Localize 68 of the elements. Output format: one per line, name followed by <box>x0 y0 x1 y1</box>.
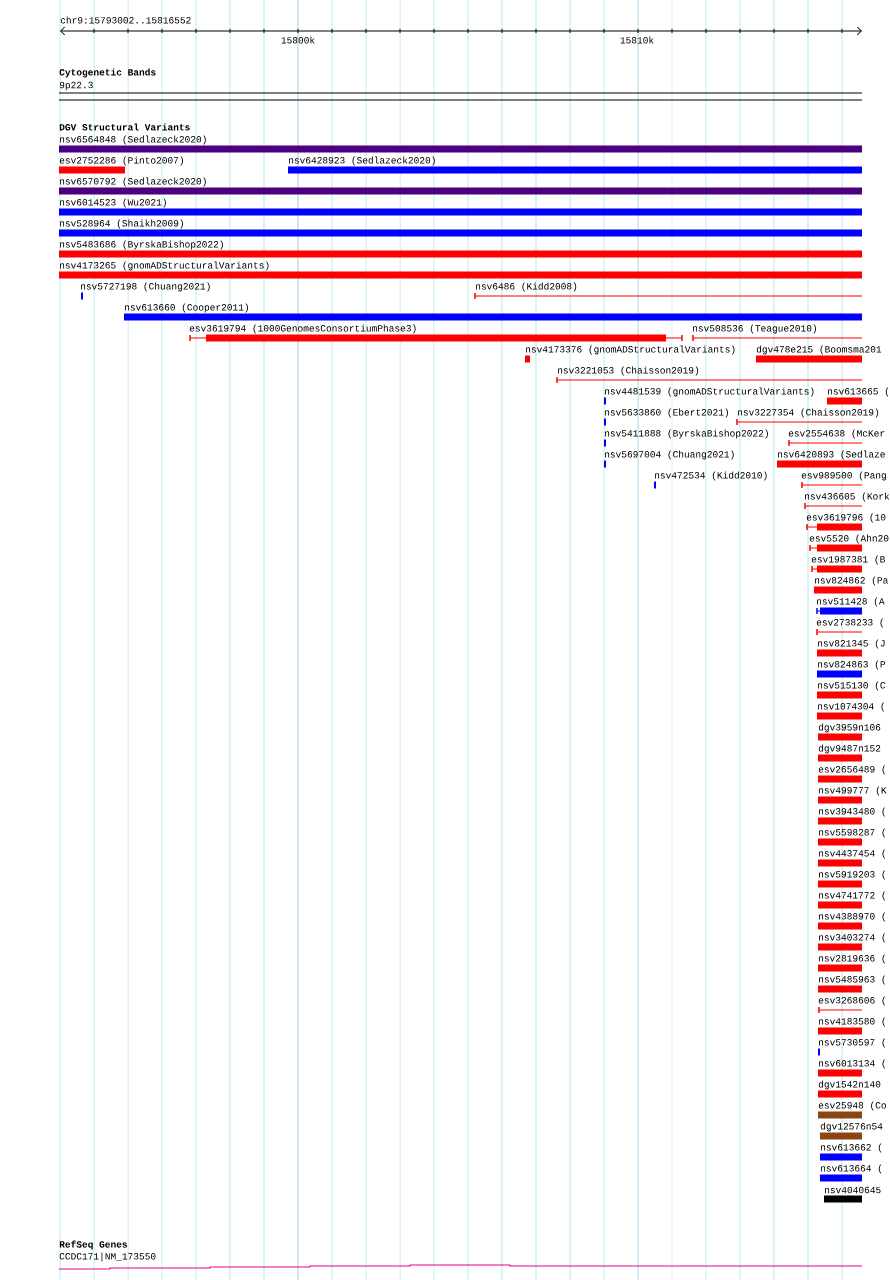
feature-label: nsv5598287 ( <box>819 828 886 838</box>
feature-label: nsv3221053 (Chaisson2019) <box>558 366 699 376</box>
track-label: 9p22.3 <box>59 81 93 91</box>
tick-label: 15810k <box>620 36 654 44</box>
feature-label: nsv6486 (Kidd2008) <box>476 282 577 292</box>
feature-label: nsv5697004 (Chuang2021) <box>605 450 734 460</box>
feature-label: nsv4040645 <box>825 1186 881 1194</box>
feature-label: dgv3959n106 <box>818 723 881 733</box>
feature-label: nsv2819636 ( <box>819 954 886 964</box>
tick-label: 15800k <box>281 36 315 44</box>
feature-label: nsv613662 ( <box>821 1143 882 1153</box>
feature-label: nsv5483686 (ByrskaBishop2022) <box>60 240 223 250</box>
feature-label: nsv511428 (A <box>817 597 885 607</box>
feature-label: esv2752286 (Pinto2007) <box>59 156 183 166</box>
feature-label: esv989500 (Pang <box>801 471 886 481</box>
feature-label: nsv821345 (J <box>818 639 885 649</box>
feature-label: esv3619796 (10 <box>806 513 886 523</box>
feature-label: nsv6420893 (Sedlaze <box>778 450 885 460</box>
feature-label: dgv1542n140 <box>818 1080 881 1090</box>
feature-label: nsv5730597 ( <box>819 1038 886 1048</box>
feature-label: nsv4388970 ( <box>819 912 886 922</box>
feature-label: esv1987381 (B <box>811 555 885 565</box>
track-title: DGV Structural Variants <box>59 123 190 131</box>
feature-label: esv2656489 ( <box>818 765 886 775</box>
feature-label: dgv9487n152 <box>818 744 881 754</box>
feature-label: nsv6428923 (Sedlazeck2020) <box>289 156 435 166</box>
feature-label: nsv4481539 (gnomADStructuralVariants) <box>605 387 814 397</box>
feature-label: nsv528964 (Shaikh2009) <box>60 219 183 229</box>
feature-label: nsv613660 (Cooper2011) <box>125 303 248 313</box>
feature-label: nsv5727198 (Chuang2021) <box>81 282 210 292</box>
feature-label: nsv472534 (Kidd2010) <box>655 471 767 481</box>
feature-label: nsv6570792 (Sedlazeck2020) <box>60 177 206 187</box>
feature-label: nsv515130 (C <box>818 681 886 691</box>
feature-label: nsv1074304 ( <box>818 702 885 712</box>
feature-label: nsv5485963 ( <box>819 975 886 985</box>
feature-label: nsv3943480 ( <box>819 807 886 817</box>
feature-label: nsv5919203 ( <box>819 870 886 880</box>
feature-label: esv25948 (Co <box>818 1101 886 1111</box>
feature-label: nsv613664 ( <box>821 1164 882 1174</box>
feature-label: nsv613665 ( <box>828 387 889 397</box>
feature-label: nsv5633860 (Ebert2021) <box>605 408 728 418</box>
feature-label: nsv824863 (P <box>818 660 886 670</box>
feature-label: nsv6564848 (Sedlazeck2020) <box>60 135 206 145</box>
feature-label: esv3619794 (1000GenomesConsortiumPhase3) <box>189 324 416 334</box>
feature-label: nsv508536 (Teague2010) <box>693 324 816 334</box>
feature-label: nsv499777 (K <box>819 786 887 796</box>
feature-label: nsv6014523 (Wu2021) <box>60 198 166 208</box>
feature-label: nsv6013134 ( <box>819 1059 886 1069</box>
feature-label: nsv4173376 (gnomADStructuralVariants) <box>526 345 735 355</box>
feature-label: nsv4173265 (gnomADStructuralVariants) <box>60 261 269 271</box>
feature-label: nsv436605 (Kork <box>805 492 890 502</box>
feature-label: nsv4183580 ( <box>819 1017 886 1027</box>
feature-label: nsv824862 (Pa <box>815 576 888 586</box>
feature-label: esv5520 (Ahn20 <box>809 534 889 544</box>
feature-label: nsv3227354 (Chaisson2019) <box>738 408 879 418</box>
feature-label: nsv4741772 ( <box>819 891 886 901</box>
feature-label: nsv4437454 ( <box>819 849 886 859</box>
track-title: Cytogenetic Bands <box>59 68 156 78</box>
track-label: CCDC171|NM_173550 <box>59 1252 156 1262</box>
feature-label: esv2554638 (McKer <box>788 429 885 439</box>
feature-label: esv2738233 ( <box>816 618 884 628</box>
feature-label: esv3268606 ( <box>818 996 886 1006</box>
track-title: RefSeq Genes <box>59 1240 128 1250</box>
track-label: chr9:15793002..15816552 <box>60 16 191 24</box>
feature-label: nsv5411888 (ByrskaBishop2022) <box>605 429 768 439</box>
feature-label: nsv3403274 ( <box>819 933 886 943</box>
feature-label: dgv478e215 (Boomsma201 <box>756 345 882 355</box>
feature-label: dgv12576n54 <box>820 1122 883 1132</box>
